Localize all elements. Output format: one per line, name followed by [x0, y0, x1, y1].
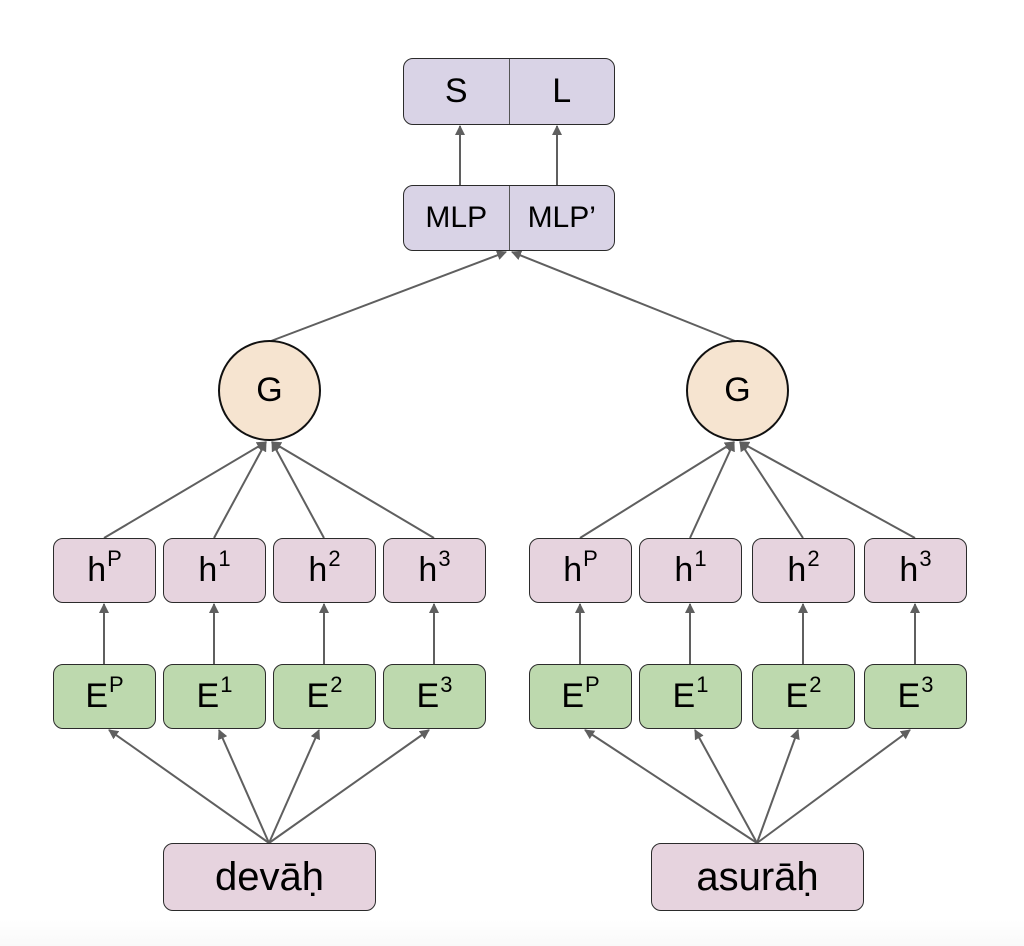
hidden-base: h: [563, 551, 583, 589]
embedding-base: E: [785, 677, 809, 715]
input-word-right: asurāḥ: [651, 843, 864, 911]
hidden-base: h: [87, 551, 107, 589]
edge-gate-left-to-mlp: [270, 250, 507, 342]
edge-word-to-embedding-left-2: [268, 729, 320, 844]
edge-word-to-embedding-left-0: [108, 729, 270, 844]
output-s-label: S: [444, 72, 468, 110]
edge-word-to-embedding-left-3: [268, 729, 430, 844]
embedding-sup: 3: [440, 671, 453, 697]
gate-label: G: [724, 371, 751, 409]
edge-hidden-to-gate-right-3: [739, 441, 916, 539]
edge-word-to-embedding-right-1: [694, 729, 758, 844]
edge-hidden-to-gate-right-0: [579, 441, 735, 539]
edge-word-to-embedding-right-3: [756, 729, 911, 844]
embedding-sup: P: [109, 671, 124, 697]
mlp-label: MLP: [425, 201, 488, 234]
hidden-base: h: [899, 551, 919, 589]
edge-hidden-to-gate-left-2: [271, 441, 325, 539]
hidden-base: h: [198, 551, 218, 589]
edge-hidden-to-gate-left-0: [103, 441, 267, 539]
output-l-label: L: [508, 59, 615, 124]
embedding-sup: 2: [330, 671, 343, 697]
edge-word-to-embedding-left-1: [218, 729, 270, 844]
embedding-sup: P: [585, 671, 600, 697]
output-box: S L: [403, 58, 615, 125]
mlp-box: MLP MLP’: [403, 185, 615, 251]
embedding-sup: 2: [809, 671, 822, 697]
edge-hidden-to-gate-left-3: [271, 441, 435, 539]
hidden-base: h: [308, 551, 328, 589]
embedding-base: E: [897, 677, 921, 715]
edge-hidden-to-gate-right-2: [739, 441, 804, 539]
gate-node-right: G: [686, 340, 789, 441]
embedding-base: E: [561, 677, 584, 715]
gate-node-left: G: [218, 340, 321, 441]
edge-gate-right-to-mlp: [511, 250, 736, 342]
embedding-sup: 1: [696, 671, 709, 697]
hidden-sup: P: [107, 545, 122, 571]
hidden-sup: 3: [438, 545, 451, 571]
hidden-sup: 2: [328, 545, 341, 571]
gate-label: G: [256, 371, 283, 409]
edge-hidden-to-gate-right-1: [689, 441, 735, 539]
hidden-sup: 2: [807, 545, 820, 571]
edge-word-to-embedding-right-2: [756, 729, 800, 844]
hidden-sup: P: [583, 545, 598, 571]
embedding-base: E: [85, 677, 108, 715]
embedding-sup: 1: [220, 671, 233, 697]
hidden-base: h: [418, 551, 438, 589]
embedding-base: E: [416, 677, 440, 715]
hidden-base: h: [674, 551, 694, 589]
edge-hidden-to-gate-left-1: [213, 441, 267, 539]
embedding-sup: 3: [921, 671, 934, 697]
hidden-sup: 1: [218, 545, 231, 571]
input-word-left: devāḥ: [163, 843, 376, 911]
edge-word-to-embedding-right-0: [584, 729, 758, 844]
embedding-base: E: [306, 677, 330, 715]
embedding-base: E: [196, 677, 220, 715]
input-word-label: asurāḥ: [696, 854, 819, 899]
input-word-label: devāḥ: [215, 854, 324, 899]
hidden-sup: 3: [919, 545, 932, 571]
hidden-base: h: [787, 551, 807, 589]
embedding-base: E: [672, 677, 696, 715]
mlp-prime-label: MLP’: [508, 186, 615, 250]
hidden-sup: 1: [694, 545, 707, 571]
